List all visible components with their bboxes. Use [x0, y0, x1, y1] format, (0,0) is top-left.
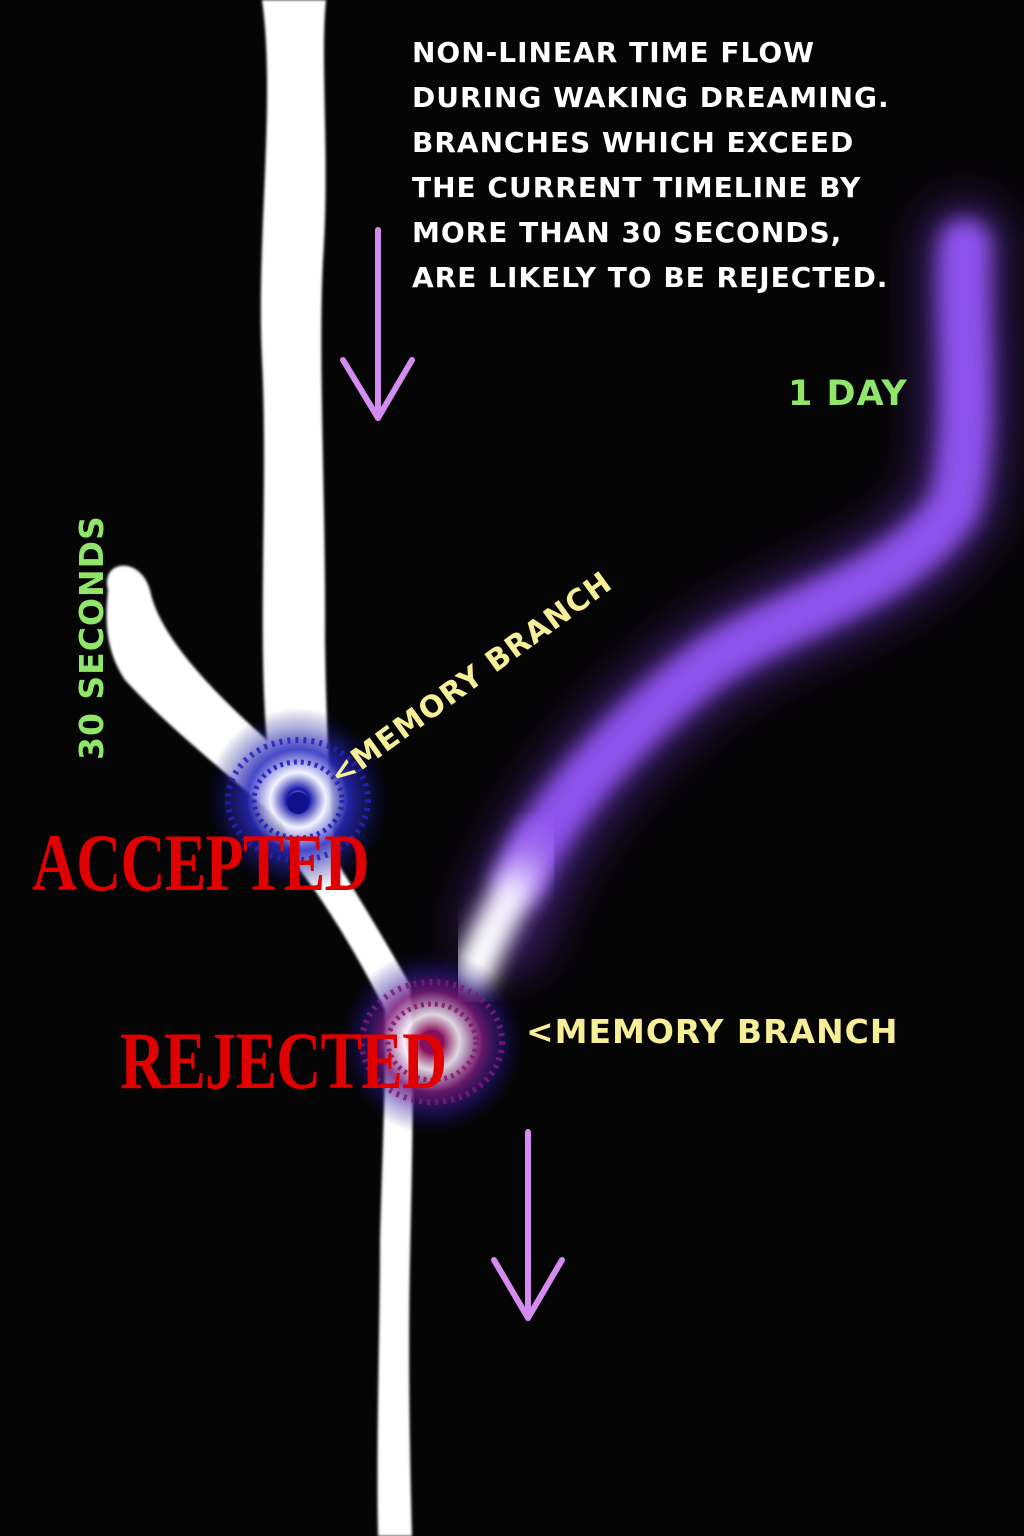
- description-line: BRANCHES WHICH EXCEED: [412, 126, 855, 159]
- description-line: NON-LINEAR TIME FLOW: [412, 36, 816, 69]
- description-line: ARE LIKELY TO BE REJECTED.: [412, 261, 889, 294]
- accepted-burst: [206, 708, 390, 892]
- accepted-stamp: ACCEPTED: [32, 817, 369, 908]
- memory-branch-label-lower: <MEMORY BRANCH: [526, 1012, 899, 1051]
- short-branch-duration-label: 30 SECONDS: [72, 515, 111, 760]
- down-arrow-icon-upper: [340, 227, 415, 421]
- rejected-burst: [340, 950, 524, 1134]
- down-arrow-icon-lower: [491, 1129, 565, 1321]
- rejected-stamp: REJECTED: [120, 1015, 447, 1106]
- description-line: DURING WAKING DREAMING.: [412, 81, 890, 114]
- description-text: NON-LINEAR TIME FLOW DURING WAKING DREAM…: [412, 30, 890, 300]
- description-line: THE CURRENT TIMELINE BY: [412, 171, 862, 204]
- long-branch-duration-label: 1 DAY: [788, 374, 908, 414]
- description-line: MORE THAN 30 SECONDS,: [412, 216, 843, 249]
- main-timeline: [260, 0, 413, 1536]
- long-branch: [452, 200, 1011, 995]
